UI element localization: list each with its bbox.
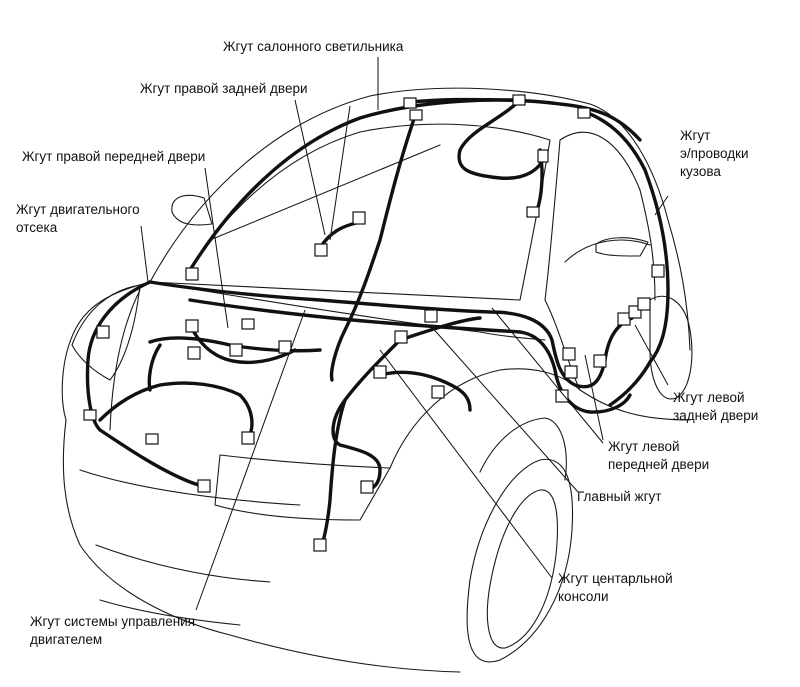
connector-icon bbox=[651, 264, 665, 278]
label-body-harness-line1: Жгут bbox=[680, 128, 711, 143]
label-center-console-harness-line1: Жгут центарльной bbox=[558, 571, 673, 586]
connector-icon bbox=[185, 267, 199, 281]
label-engine-bay-harness-line2: отсека bbox=[16, 220, 58, 235]
label-body-harness-line2: э/проводки bbox=[680, 146, 749, 161]
connector-icon bbox=[187, 346, 201, 360]
label-engine-control-harness-line1: Жгут системы управления bbox=[30, 614, 196, 629]
connector-icon bbox=[313, 538, 327, 552]
connector-icon bbox=[637, 297, 651, 311]
label-right-front-door-harness: Жгут правой передней двери bbox=[22, 149, 206, 164]
wiring-harnesses bbox=[85, 97, 670, 547]
leader-lines bbox=[140, 57, 669, 611]
label-interior-lamp-harness: Жгут салонного светильника bbox=[223, 39, 404, 54]
label-main-harness: Главный жгут bbox=[577, 489, 662, 504]
connector-icon bbox=[564, 365, 578, 379]
connector-icon bbox=[360, 480, 374, 494]
connector-icon bbox=[145, 433, 159, 445]
body-harness bbox=[578, 108, 670, 407]
console-lower bbox=[320, 398, 347, 547]
engine-left-loop bbox=[147, 343, 162, 392]
connector-icon bbox=[185, 319, 199, 333]
connector-icon bbox=[394, 330, 408, 344]
label-left-rear-door-harness-line1: Жгут левой bbox=[673, 390, 745, 405]
console-right bbox=[378, 370, 472, 412]
connector-icon bbox=[229, 343, 243, 357]
label-center-console-harness-line2: консоли bbox=[558, 589, 609, 604]
label-engine-bay-harness-line1: Жгут двигательного bbox=[16, 202, 140, 217]
label-engine-control-harness-line2: двигателем bbox=[30, 632, 103, 647]
connector-icon bbox=[562, 347, 576, 361]
connector-icon bbox=[617, 312, 631, 326]
engine-cross bbox=[98, 381, 254, 437]
connectors bbox=[83, 94, 665, 552]
connector-icon bbox=[431, 385, 445, 399]
connector-icon bbox=[512, 94, 526, 106]
main-harness bbox=[148, 280, 634, 389]
connector-icon bbox=[373, 365, 387, 379]
interior-lamp-branch bbox=[408, 97, 547, 180]
interior-lamp-harness bbox=[188, 98, 642, 272]
connector-icon bbox=[577, 107, 591, 119]
label-right-rear-door-harness: Жгут правой задней двери bbox=[140, 81, 308, 96]
connector-icon bbox=[403, 97, 417, 109]
label-body-harness-line3: кузова bbox=[680, 164, 721, 179]
connector-icon bbox=[83, 409, 97, 421]
connector-icon bbox=[314, 243, 328, 257]
connector-icon bbox=[555, 389, 569, 403]
connector-icon bbox=[526, 206, 540, 218]
connector-icon bbox=[241, 318, 255, 330]
connector-icon bbox=[352, 211, 366, 225]
label-left-front-door-harness-line2: передней двери bbox=[608, 457, 710, 472]
connector-icon bbox=[96, 325, 110, 339]
connector-icon bbox=[424, 309, 438, 323]
label-left-front-door-harness-line1: Жгут левой bbox=[608, 439, 680, 454]
dash-harness bbox=[188, 298, 522, 334]
connector-icon bbox=[593, 354, 607, 368]
connector-icon bbox=[197, 479, 211, 493]
console-right-2 bbox=[398, 316, 482, 342]
connector-icon bbox=[241, 431, 255, 445]
label-left-rear-door-harness-line2: задней двери bbox=[673, 408, 759, 423]
connector-icon bbox=[537, 149, 549, 163]
connector-icon bbox=[409, 109, 423, 121]
center-console-harness bbox=[331, 338, 402, 492]
engine-control-harness bbox=[188, 323, 297, 365]
connector-icon bbox=[278, 340, 292, 354]
right-rear-door-drop bbox=[329, 114, 417, 382]
